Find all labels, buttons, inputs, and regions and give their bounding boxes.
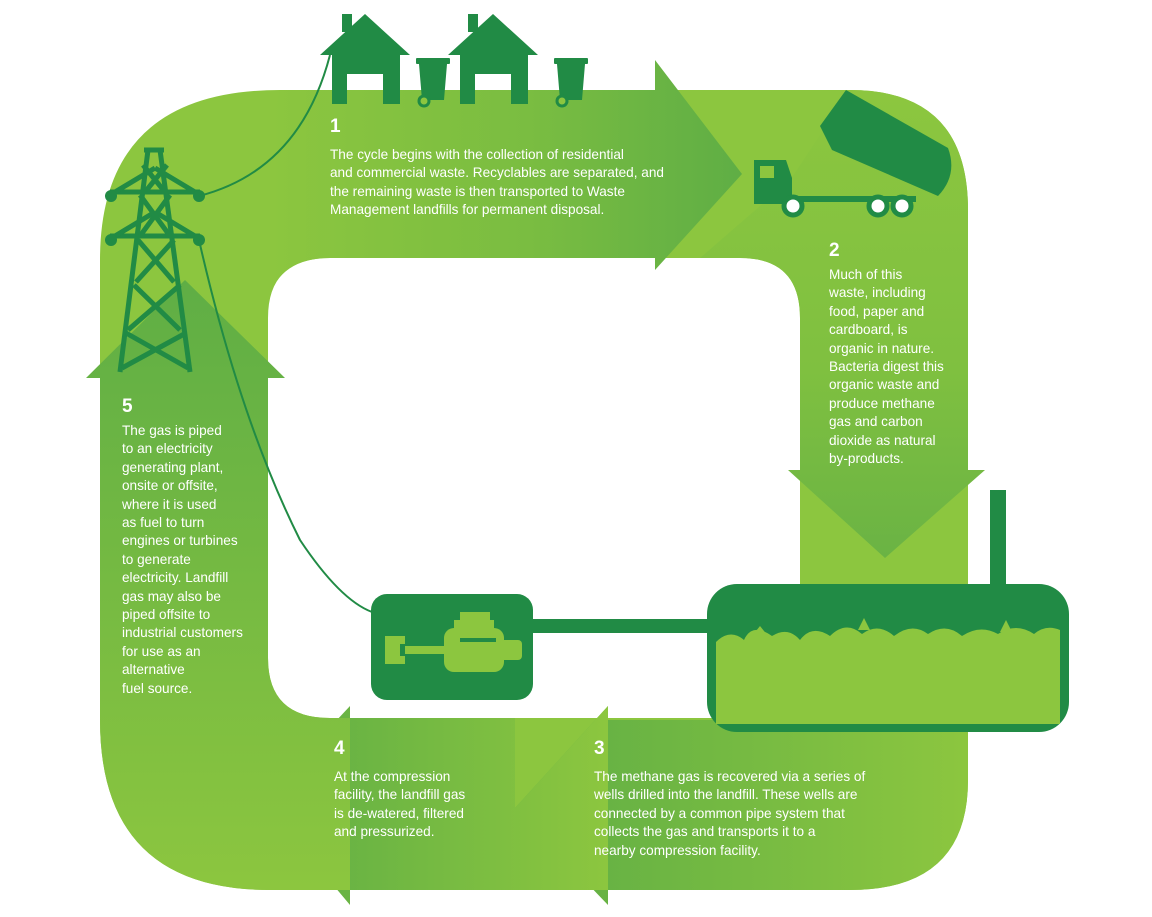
wheelie-bin-icon [416,58,450,108]
landfill-icon [707,490,1069,732]
house-icon [320,14,410,104]
arrow-step-1 [268,60,742,300]
step-5-description: The gas is piped to an electricity gener… [122,423,243,696]
step-1-description: The cycle begins with the collection of … [330,147,664,218]
step-4-description: At the compression facility, the landfil… [334,769,466,840]
compression-engine-icon [371,594,533,700]
garbage-truck-icon [754,90,952,218]
step-5-number: 5 [122,396,133,417]
arrow-step-3 [515,706,968,905]
step-2-description: Much of this waste, including food, pape… [829,267,944,467]
house-icon [448,14,538,104]
step-4-number: 4 [334,738,345,759]
step-2-number: 2 [829,240,840,261]
wheelie-bin-icon [554,58,588,108]
step-3-number: 3 [594,738,605,759]
arrow-step-2 [700,90,985,558]
step-1-number: 1 [330,116,341,137]
step-3-description: The methane gas is recovered via a serie… [594,769,866,858]
power-line-to-compression [198,239,373,613]
power-line-to-houses [198,54,331,197]
arrow-step-5 [86,280,350,890]
gas-pipe [530,619,710,633]
power-pylon-icon [110,147,200,373]
